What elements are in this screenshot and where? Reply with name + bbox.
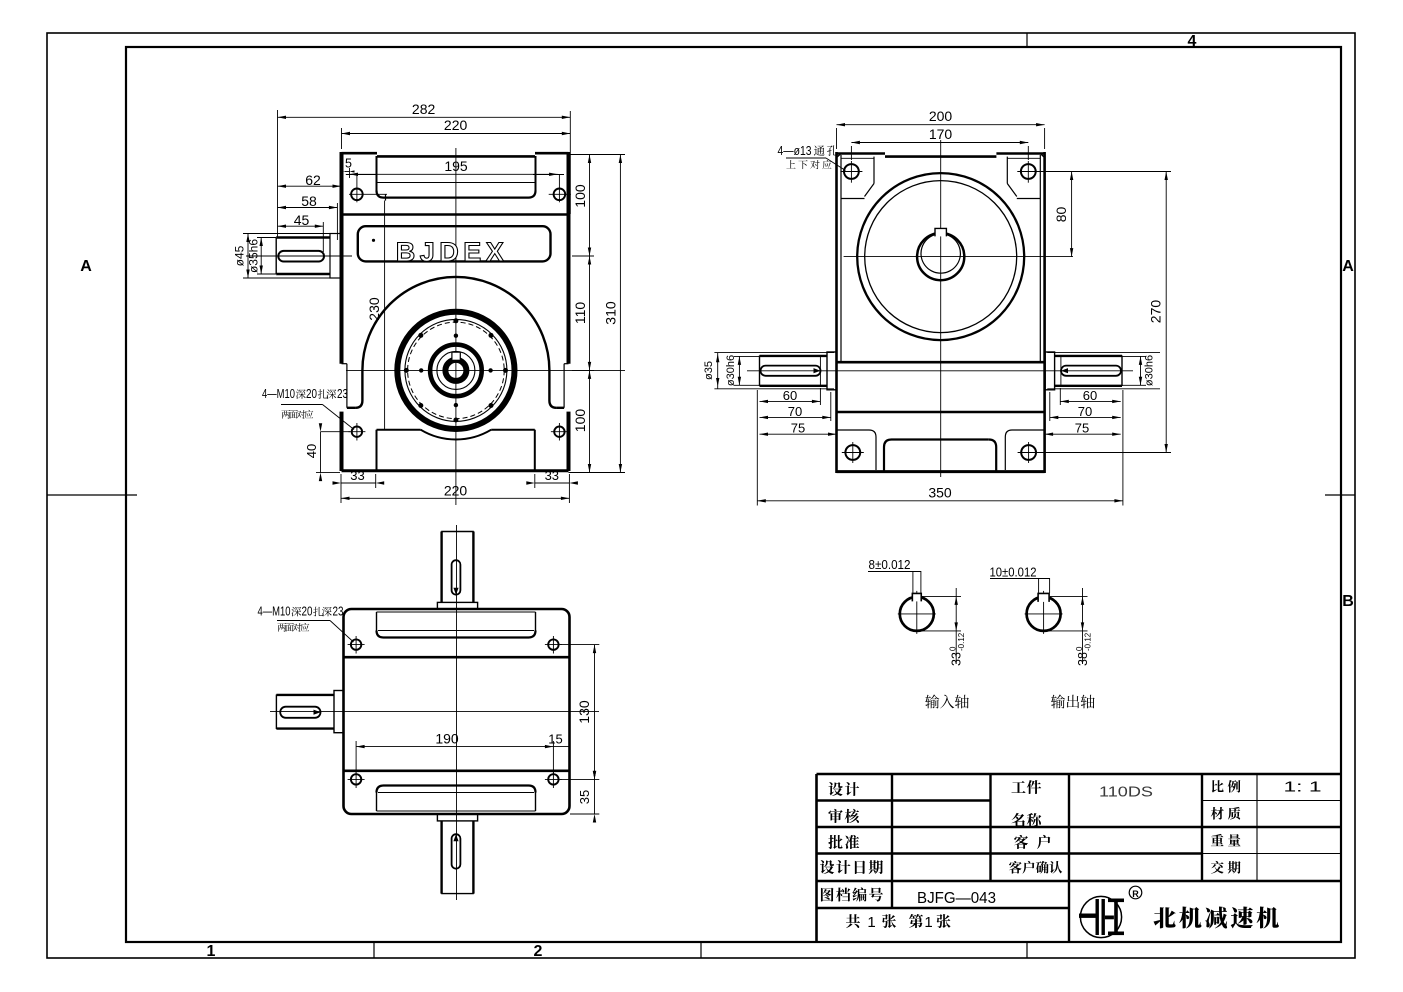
svg-text:200: 200 — [929, 108, 953, 124]
svg-text:A: A — [1342, 258, 1354, 275]
svg-text:ø35: ø35 — [703, 361, 715, 380]
svg-text:1: 1 — [867, 914, 875, 931]
svg-text:220: 220 — [444, 483, 468, 499]
svg-text:ø45: ø45 — [233, 245, 247, 266]
svg-text:60: 60 — [783, 388, 797, 403]
svg-text:40: 40 — [304, 444, 319, 458]
svg-text:4—ø13: 4—ø13 — [778, 144, 812, 158]
svg-text:110: 110 — [572, 302, 588, 325]
svg-text:195: 195 — [444, 158, 468, 174]
svg-text:B: B — [1342, 593, 1354, 610]
svg-text:BJDEX: BJDEX — [396, 237, 509, 267]
svg-text:190: 190 — [435, 731, 459, 747]
svg-text:100: 100 — [572, 184, 588, 208]
svg-text:BJFG—043: BJFG—043 — [917, 890, 996, 907]
svg-text:75: 75 — [791, 421, 805, 436]
svg-text:23: 23 — [333, 605, 344, 619]
svg-text:20: 20 — [302, 605, 313, 619]
svg-text:130: 130 — [576, 700, 592, 724]
svg-text:220: 220 — [444, 117, 468, 133]
svg-text:45: 45 — [294, 212, 310, 228]
svg-text:4: 4 — [1188, 33, 1197, 50]
svg-text:35: 35 — [577, 790, 592, 804]
svg-text:170: 170 — [929, 126, 953, 142]
svg-text:270: 270 — [1148, 300, 1164, 324]
svg-text:33: 33 — [350, 468, 364, 483]
svg-text:2: 2 — [534, 943, 543, 960]
svg-text:350: 350 — [928, 485, 952, 501]
svg-text:23: 23 — [337, 387, 348, 401]
svg-text:230: 230 — [366, 297, 382, 321]
svg-text:33: 33 — [545, 468, 559, 483]
svg-text:4—M10: 4—M10 — [258, 605, 291, 619]
svg-text:ø35h6: ø35h6 — [246, 239, 260, 273]
svg-text:70: 70 — [788, 404, 802, 419]
svg-text:60: 60 — [1083, 388, 1097, 403]
svg-text:1: 1 — [924, 914, 932, 931]
svg-text:A: A — [80, 258, 92, 275]
svg-text:0: 0 — [1075, 646, 1084, 651]
svg-text:58: 58 — [301, 193, 317, 209]
svg-text:R: R — [1132, 889, 1139, 899]
svg-text:62: 62 — [305, 172, 321, 188]
svg-text:110DS: 110DS — [1099, 785, 1153, 801]
svg-text:70: 70 — [1078, 404, 1092, 419]
svg-text:8±0.012: 8±0.012 — [869, 558, 911, 572]
svg-text:4—M10: 4—M10 — [262, 387, 295, 401]
svg-text:75: 75 — [1075, 421, 1089, 436]
svg-text:-0.12: -0.12 — [957, 632, 966, 651]
svg-text:1: 1: 1: 1 — [1284, 779, 1322, 796]
svg-text:-0.12: -0.12 — [1083, 632, 1092, 651]
svg-text:ø30h6: ø30h6 — [1144, 355, 1156, 386]
svg-text:1: 1 — [207, 943, 216, 960]
svg-text:15: 15 — [548, 732, 562, 747]
svg-text:100: 100 — [572, 409, 588, 433]
svg-text:33: 33 — [950, 652, 964, 666]
svg-text:ø30h6: ø30h6 — [725, 355, 737, 386]
svg-text:38: 38 — [1076, 652, 1090, 666]
svg-text:10±0.012: 10±0.012 — [990, 566, 1037, 580]
svg-text:5: 5 — [345, 157, 352, 171]
svg-text:80: 80 — [1053, 207, 1069, 223]
svg-text:282: 282 — [412, 101, 436, 117]
svg-text:20: 20 — [306, 387, 317, 401]
svg-text:0: 0 — [949, 646, 958, 651]
svg-text:310: 310 — [603, 301, 619, 325]
